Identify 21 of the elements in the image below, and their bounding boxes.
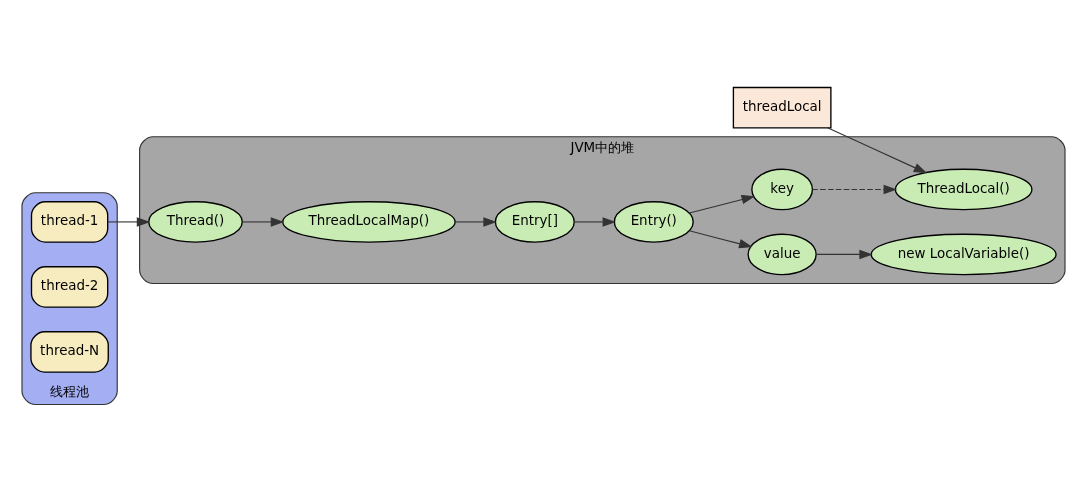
arrow [688,229,753,248]
arrow [811,184,898,194]
node-ellipse: ThreadLocalMap() [282,200,456,243]
node-ellipse: Thread() [148,200,243,243]
node-box: thread-2 [30,265,109,308]
arrow [827,126,928,173]
arrow [815,249,873,259]
node-box: thread-1 [30,200,109,243]
node-ellipse: ThreadLocal() [894,168,1033,210]
node-ellipse: key [751,168,814,210]
arrow [688,194,756,214]
node-box: thread-N [30,330,109,373]
arrow [241,216,285,227]
node-ellipse: Entry() [613,200,694,243]
arrow [573,216,617,227]
arrow [454,216,497,227]
node-ellipse: new LocalVariable() [870,233,1057,275]
node-ellipse: value [747,233,817,275]
arrow [107,216,151,227]
node-ellipse: Entry[] [494,200,575,243]
node-box: threadLocal [732,86,832,128]
